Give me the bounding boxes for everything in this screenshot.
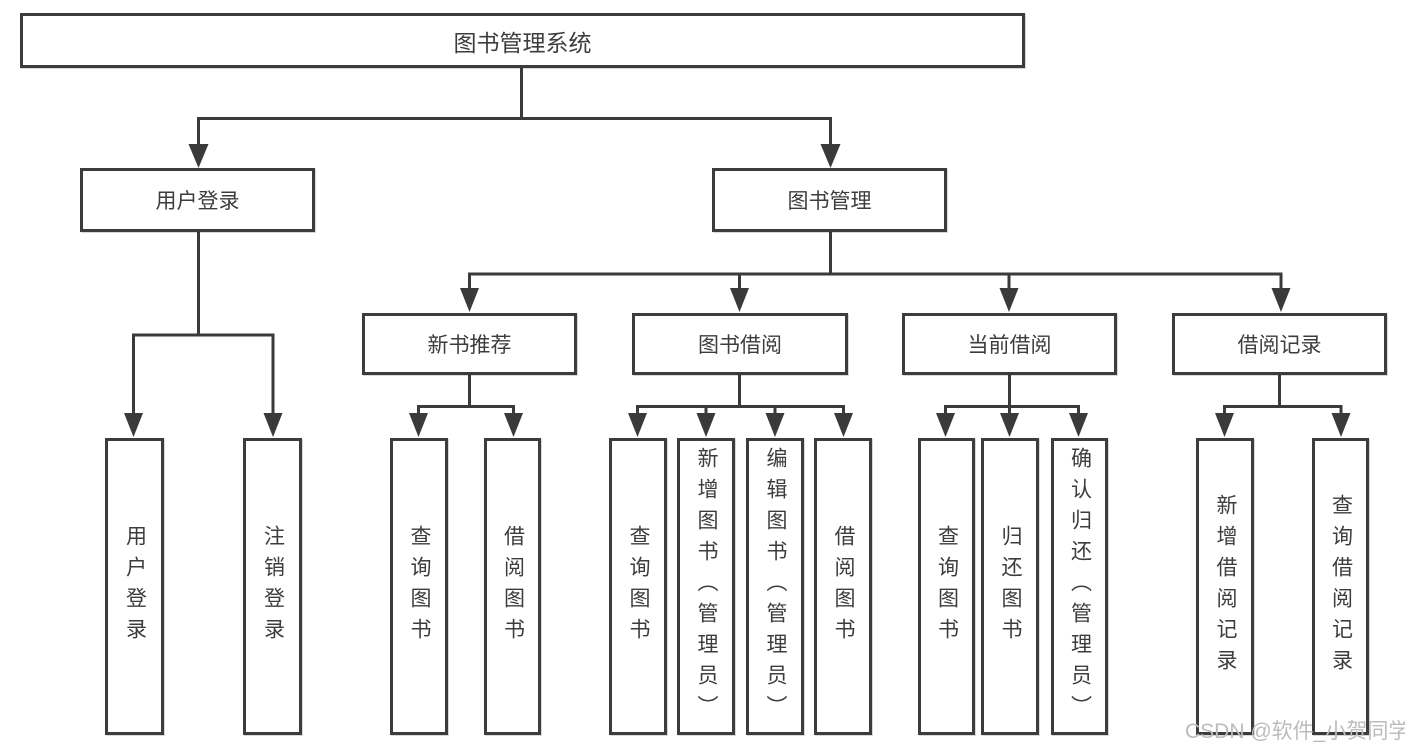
edge-current-borrow-to-leaves — [936, 375, 1088, 437]
leaf-add-borrow-record-label: 新增借阅记录 — [1214, 493, 1237, 680]
leaf-query-book-3-label: 查询图书 — [935, 524, 959, 649]
leaf-query-book-2-label: 查询图书 — [627, 524, 650, 649]
leaf-return-book: 归还图书 — [981, 438, 1039, 735]
node-borrow-records: 借阅记录 — [1172, 313, 1387, 375]
leaf-confirm-return-admin-label: 确认归还（管理员） — [1068, 447, 1092, 726]
connector-arrowhead — [409, 413, 428, 437]
leaf-add-borrow-record: 新增借阅记录 — [1196, 438, 1254, 735]
node-root: 图书管理系统 — [20, 13, 1025, 68]
edge-borrow-records-to-leaves — [1215, 375, 1351, 437]
edge-user-login-to-leaves — [124, 232, 283, 437]
leaf-borrow-book-1-label: 借阅图书 — [501, 524, 525, 649]
connector-arrowhead — [460, 288, 479, 312]
connector-arrowhead — [999, 288, 1019, 312]
connector-arrowhead — [765, 413, 785, 437]
connector-arrowhead — [263, 413, 283, 437]
node-user-login-label: 用户登录 — [155, 190, 240, 213]
connector-arrowhead — [628, 413, 647, 437]
connector-arrowhead — [1271, 288, 1291, 312]
watermark: CSDN @软件_小贺同学 — [1185, 720, 1405, 743]
leaf-confirm-return-admin: 确认归还（管理员） — [1051, 438, 1108, 735]
edge-book-borrow-to-leaves — [628, 375, 853, 437]
edge-new-book-recommend-to-leaves — [409, 375, 523, 437]
leaf-edit-book-admin-label: 编辑图书（管理员） — [764, 447, 787, 726]
node-new-book-recommend: 新书推荐 — [362, 313, 577, 375]
connector-arrowhead — [696, 413, 716, 437]
connector-arrowhead — [820, 144, 841, 168]
node-book-borrow: 图书借阅 — [632, 313, 848, 375]
leaf-borrow-book-2: 借阅图书 — [814, 438, 872, 735]
leaf-borrow-book-2-label: 借阅图书 — [832, 524, 855, 649]
leaf-edit-book-admin: 编辑图书（管理员） — [746, 438, 804, 735]
connector-arrowhead — [504, 413, 523, 437]
node-book-borrow-label: 图书借阅 — [698, 334, 782, 357]
node-user-login: 用户登录 — [80, 168, 315, 232]
leaf-user-login: 用户登录 — [105, 438, 164, 735]
connector-arrowhead — [1215, 413, 1234, 437]
connector-arrowhead — [730, 288, 749, 312]
connector-arrowhead — [936, 413, 955, 437]
leaf-query-borrow-record: 查询借阅记录 — [1312, 438, 1369, 735]
leaf-query-book-3: 查询图书 — [918, 438, 975, 735]
node-current-borrow-label: 当前借阅 — [967, 334, 1052, 357]
connector-arrowhead — [1069, 413, 1088, 437]
leaf-query-book-2: 查询图书 — [609, 438, 667, 735]
node-new-book-recommend-label: 新书推荐 — [427, 334, 512, 357]
leaf-return-book-label: 归还图书 — [999, 524, 1022, 649]
edge-root-to-level2 — [188, 68, 841, 168]
connector-arrowhead — [1331, 413, 1351, 437]
node-book-management: 图书管理 — [712, 168, 947, 232]
leaf-logout-label: 注销登录 — [261, 524, 285, 649]
leaf-logout: 注销登录 — [243, 438, 302, 735]
node-borrow-records-label: 借阅记录 — [1237, 334, 1322, 357]
leaf-add-book-admin: 新增图书（管理员） — [677, 438, 735, 735]
node-book-management-label: 图书管理 — [787, 190, 872, 213]
leaf-add-book-admin-label: 新增图书（管理员） — [695, 447, 718, 726]
node-root-label: 图书管理系统 — [453, 29, 592, 56]
edge-book-management-to-level3 — [460, 232, 1291, 312]
connector-arrowhead — [834, 413, 853, 437]
leaf-query-borrow-record-label: 查询借阅记录 — [1329, 493, 1353, 680]
connector-arrowhead — [188, 144, 209, 168]
leaf-borrow-book-1: 借阅图书 — [484, 438, 541, 735]
connector-arrowhead — [1000, 413, 1019, 437]
leaf-query-book-1: 查询图书 — [390, 438, 448, 735]
connector-arrowhead — [124, 413, 143, 437]
node-current-borrow: 当前借阅 — [902, 313, 1117, 375]
leaf-query-book-1-label: 查询图书 — [408, 524, 431, 649]
leaf-user-login-label: 用户登录 — [123, 524, 147, 649]
